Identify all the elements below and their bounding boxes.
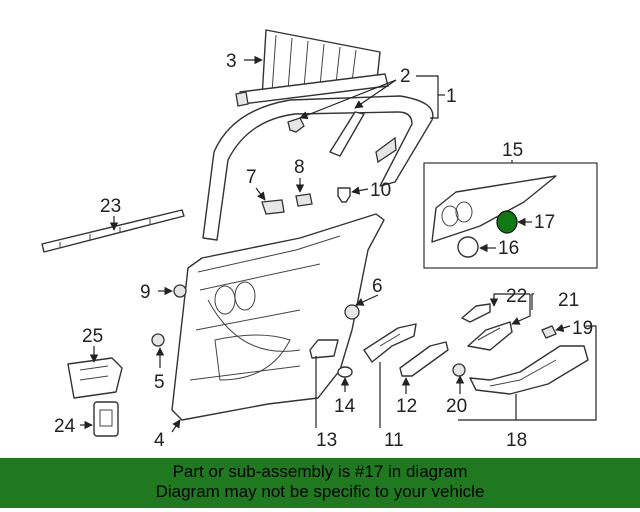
part-18-armrest <box>469 345 589 395</box>
part-22-clip <box>461 303 491 323</box>
part-3-sunshade <box>235 29 389 107</box>
part-17-highlighted[interactable] <box>496 210 518 234</box>
part-1-frame-molding <box>202 95 434 241</box>
part-19-clip <box>541 325 557 339</box>
callout-4: 4 <box>154 430 165 451</box>
callout-6: 6 <box>372 276 383 297</box>
part-13-pocket <box>309 339 339 359</box>
callout-16: 16 <box>498 238 519 259</box>
callout-2: 2 <box>400 66 411 87</box>
part-24-switch <box>93 401 119 437</box>
callout-21: 21 <box>558 290 579 311</box>
callout-18: 18 <box>506 430 527 451</box>
part-6-clip <box>344 304 360 320</box>
part-2-clip <box>287 117 305 133</box>
part-7-clip <box>261 199 285 215</box>
part-10-clip <box>337 187 351 203</box>
callout-20: 20 <box>446 396 467 417</box>
part-4-trim-panel <box>171 213 385 421</box>
banner-line-1: Part or sub-assembly is #17 in diagram <box>172 462 468 481</box>
part-15-box <box>423 162 598 269</box>
callout-10: 10 <box>370 180 391 201</box>
callout-25: 25 <box>82 326 103 347</box>
part-5-clip <box>151 333 165 347</box>
callout-11: 11 <box>384 430 404 451</box>
callout-24: 24 <box>54 416 76 437</box>
parts-diagram: 3 2 1 7 8 10 23 9 6 5 4 25 24 13 14 11 1… <box>41 29 598 451</box>
part-9-clip <box>173 284 187 298</box>
callout-17: 17 <box>534 212 555 233</box>
part-8-clip <box>295 193 313 207</box>
callout-3: 3 <box>226 51 237 72</box>
info-banner: Part or sub-assembly is #17 in diagram D… <box>0 458 640 508</box>
banner-line-2: Diagram may not be specific to your vehi… <box>155 482 485 501</box>
part-16-ring <box>457 236 479 258</box>
part-23-belt-molding <box>41 209 185 253</box>
callout-12: 12 <box>396 396 417 417</box>
part-25-switch <box>67 357 123 399</box>
part-21-switch-bezel <box>467 321 513 351</box>
callout-8: 8 <box>294 157 305 178</box>
part-11-bezel <box>363 323 417 363</box>
callout-labels: 3 2 1 7 8 10 23 9 6 5 4 25 24 13 14 11 1… <box>54 51 593 451</box>
callout-5: 5 <box>154 372 165 393</box>
part-15-panel <box>431 175 557 243</box>
leader-lines <box>80 55 597 433</box>
part-12-handle <box>399 341 449 377</box>
callout-15: 15 <box>502 140 523 161</box>
part-20-clip <box>452 363 466 377</box>
callout-14: 14 <box>334 396 356 417</box>
callout-9: 9 <box>140 282 151 303</box>
callout-22: 22 <box>506 286 527 307</box>
callout-1: 1 <box>446 86 457 107</box>
callout-19: 19 <box>572 318 593 339</box>
callout-7: 7 <box>246 167 257 188</box>
callout-23: 23 <box>100 196 121 217</box>
callout-13: 13 <box>316 430 337 451</box>
part-14-cap <box>337 366 353 378</box>
